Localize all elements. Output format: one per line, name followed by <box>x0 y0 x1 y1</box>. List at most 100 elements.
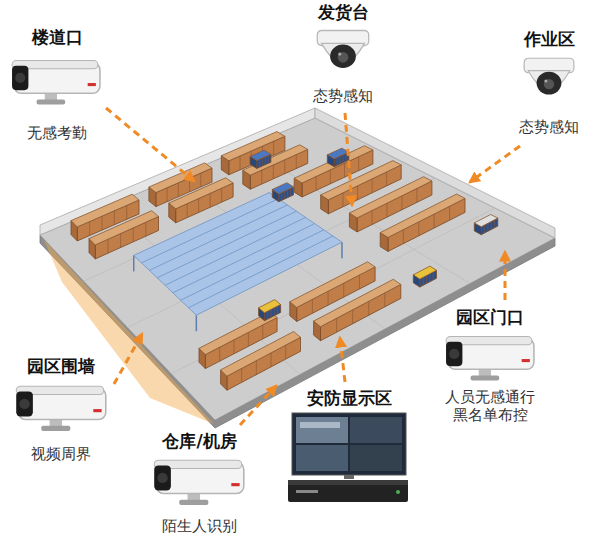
camera-location: 楼道口 <box>32 26 83 48</box>
rack-stripe <box>157 211 296 278</box>
shelf-post <box>342 193 343 207</box>
shelf-post <box>401 196 402 210</box>
shelf-post <box>256 361 257 375</box>
shelf-post <box>126 205 127 219</box>
rack-stripe <box>142 199 279 263</box>
shelf-post <box>234 340 235 354</box>
monitor <box>292 413 406 479</box>
shelf-rack <box>314 279 401 326</box>
bullet-camera <box>154 460 244 505</box>
vehicle <box>413 266 436 279</box>
shelf-post <box>167 188 168 202</box>
shelf-post <box>187 204 188 218</box>
camera-function: 无感考勤 <box>27 124 87 142</box>
shelf-rack <box>89 211 159 245</box>
shelf-post <box>328 291 329 305</box>
shelf-post <box>268 155 269 163</box>
camera-location: 发货台 <box>318 1 369 23</box>
shelf-post <box>345 153 346 161</box>
shelf-post <box>343 283 344 297</box>
shelf-post <box>494 220 495 228</box>
shelf-post <box>189 178 190 192</box>
shelf-post <box>344 163 345 177</box>
rack-post <box>133 255 135 271</box>
shelf-post <box>434 214 435 228</box>
shelf-post <box>387 203 388 217</box>
rack-stripe <box>181 230 324 300</box>
shelf-post <box>273 165 274 179</box>
shelf-post <box>386 172 387 186</box>
shelf-post <box>316 176 317 190</box>
camera-location: 作业区 <box>524 28 575 50</box>
shelf-post <box>102 216 103 230</box>
camera-function: 视频周界 <box>31 445 91 463</box>
shelf-post <box>265 157 266 165</box>
shelf-post <box>271 353 272 367</box>
shelf-post <box>433 272 434 280</box>
rack-post <box>196 315 198 331</box>
shelf-post <box>449 206 450 220</box>
camera-callout: 楼道口无感考勤 <box>27 26 87 142</box>
rack-stripe <box>149 205 287 270</box>
warehouse-floor <box>40 108 555 428</box>
camera-location: 园区围墙 <box>27 355 95 377</box>
camera-function: 态势感知 <box>519 118 579 136</box>
camera-callout: 发货台态势感知 <box>313 1 373 105</box>
bullet-camera <box>12 61 100 105</box>
shelf-post <box>210 193 211 207</box>
shelf-post <box>284 191 285 199</box>
camera-function: 态势感知 <box>313 87 373 105</box>
shelf-post <box>429 274 430 282</box>
shelf-post <box>262 325 263 339</box>
shelf-post <box>241 368 242 382</box>
shelf-post <box>273 141 274 155</box>
shelf-post <box>384 293 385 307</box>
shelf-post <box>221 188 222 202</box>
rack-stripe <box>165 217 306 285</box>
shelf-post <box>145 222 146 236</box>
shelf-post <box>120 234 121 248</box>
shelf-post <box>287 190 288 198</box>
shelf-post <box>261 170 262 184</box>
shelf-post <box>274 308 275 316</box>
shelf-post <box>284 160 285 174</box>
shelf-post <box>259 159 260 167</box>
shelf-rack <box>349 177 432 218</box>
shelf-post <box>352 310 353 324</box>
shelf-post <box>418 222 419 236</box>
shelf-post <box>290 188 291 196</box>
shelf-post <box>423 277 424 285</box>
camera-location: 仓库/机房 <box>162 430 236 452</box>
shelf-post <box>267 311 268 319</box>
shelf-post <box>487 223 488 231</box>
camera-callout: 园区门口人员无感通行 黑名单布控 <box>443 306 537 424</box>
shelf-rack <box>243 145 308 175</box>
shelf-post <box>484 225 485 233</box>
shelf-post <box>281 192 282 200</box>
shelf-post <box>296 155 297 169</box>
camera-function: 陌生人识别 <box>162 517 237 535</box>
shelf-post <box>372 179 373 193</box>
shelf-post <box>107 239 108 253</box>
shelf-post <box>277 306 278 314</box>
leader-arrows <box>106 108 520 425</box>
shelf-post <box>426 276 427 284</box>
camera-function: 人员无感通行 黑名单布控 <box>443 388 537 424</box>
floor <box>40 118 555 420</box>
shelf-rack <box>380 194 465 237</box>
shelf-rack <box>169 178 233 209</box>
shelf-post <box>330 170 331 184</box>
vehicle <box>327 148 349 159</box>
camera-callout: 作业区态势感知 <box>519 28 579 136</box>
shelf-post <box>491 222 492 230</box>
shelf-post <box>336 318 337 332</box>
shelf-post <box>372 211 373 225</box>
shelf-post <box>403 230 404 244</box>
shelf-post <box>178 183 179 197</box>
shelf-post <box>219 347 220 361</box>
camera-callout: 安防显示区 <box>307 387 392 409</box>
shelf-post <box>200 173 201 187</box>
shelf-post <box>285 345 286 359</box>
shelf-post <box>248 332 249 346</box>
